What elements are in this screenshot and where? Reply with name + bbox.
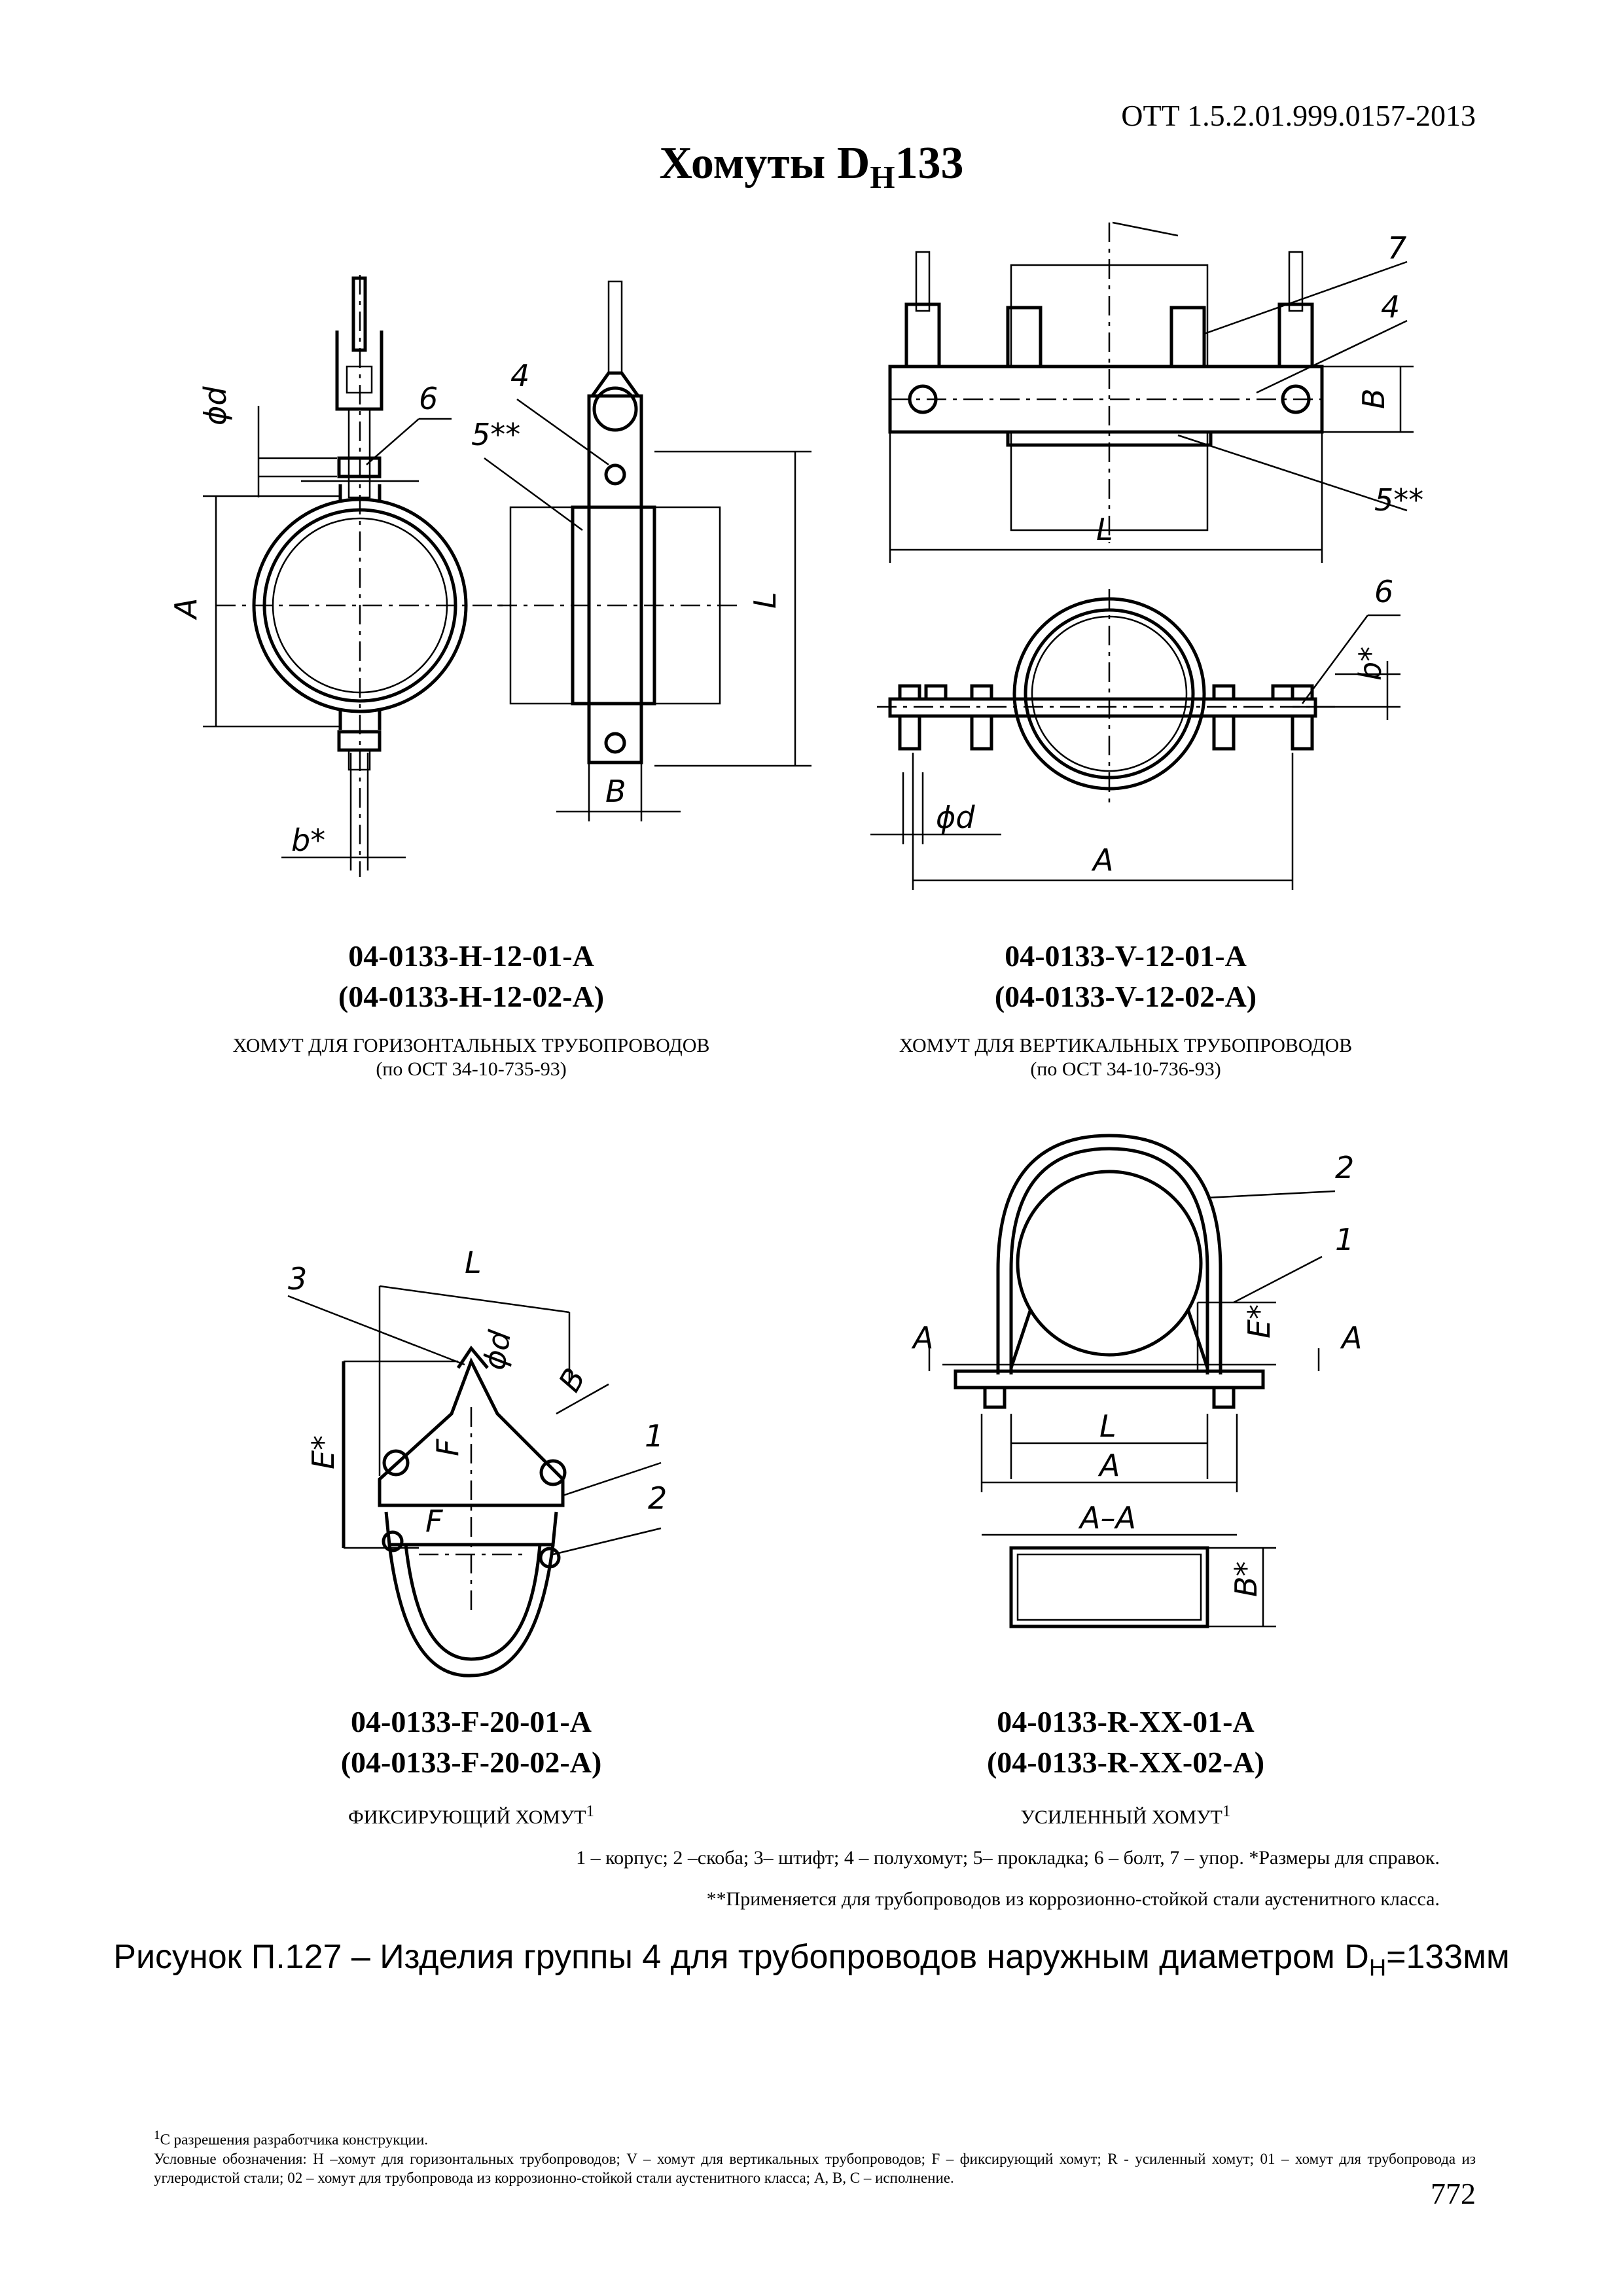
page-number: 772 bbox=[1431, 2177, 1476, 2210]
label-5: 5** bbox=[1374, 482, 1423, 518]
name-text: ФИКСИРУЮЩИЙ ХОМУТ bbox=[348, 1806, 586, 1828]
label-L: L bbox=[747, 592, 783, 609]
label-L: L bbox=[1096, 512, 1113, 547]
pipe-ring bbox=[1016, 1170, 1203, 1357]
code-main: 04-0133-H-12-01-A bbox=[348, 939, 594, 973]
caption-text: Рисунок П.127 – Изделия группы 4 для тру… bbox=[113, 1938, 1369, 1976]
label-2: 2 bbox=[648, 1480, 667, 1516]
item-standard: (по ОСТ 34-10-736-93) bbox=[1030, 1058, 1221, 1080]
page-title: Хомуты DН133 bbox=[0, 137, 1623, 196]
bracket-u bbox=[387, 1544, 555, 1677]
section-mark-right: A bbox=[1340, 1320, 1362, 1355]
drawing-horizontal-clamp: ϕd 6 A b* 4 5** L B bbox=[168, 275, 812, 877]
clamp-body bbox=[378, 1357, 565, 1507]
item-name: ФИКСИРУЮЩИЙ ХОМУТ1 bbox=[157, 1800, 785, 1829]
drawing-fixing-clamp: 3 L ϕd B E* F F 1 2 bbox=[287, 1245, 667, 1677]
label-5: 5** bbox=[471, 417, 520, 452]
label-A: A bbox=[168, 598, 204, 620]
base-plate bbox=[954, 1369, 1265, 1390]
title-subscript: Н bbox=[870, 159, 895, 195]
footnotes: 1С разрешения разработчика конструкции. … bbox=[154, 2126, 1476, 2187]
code-alt: (04-0133-F-20-02-A) bbox=[340, 1746, 602, 1779]
document-code: ОТТ 1.5.2.01.999.0157-2013 bbox=[1121, 99, 1476, 132]
label-dia: ϕd bbox=[936, 800, 975, 835]
code-alt: (04-0133-H-12-02-A) bbox=[338, 980, 605, 1013]
footnote-mark: 1 bbox=[154, 2128, 160, 2142]
footnote-legend: Условные обозначения: Н –хомут для гориз… bbox=[154, 2150, 1476, 2186]
code-main: 04-0133-V-12-01-A bbox=[1005, 939, 1247, 973]
label-F-vert: F bbox=[430, 1439, 465, 1456]
name-text: УСИЛЕННЫЙ ХОМУТ bbox=[1020, 1806, 1222, 1828]
title-main: Хомуты D bbox=[659, 138, 870, 188]
label-B: B bbox=[605, 774, 626, 809]
legend-parts: 1 – корпус; 2 –скоба; 3– штифт; 4 – полу… bbox=[576, 1847, 1440, 1869]
item-name: УСИЛЕННЫЙ ХОМУТ1 bbox=[812, 1800, 1440, 1829]
label-A: A bbox=[1097, 1448, 1120, 1483]
section-view bbox=[1009, 1546, 1209, 1628]
caption-vertical: 04-0133-V-12-01-A (04-0133-V-12-02-A) ХО… bbox=[812, 936, 1440, 1081]
code-alt: (04-0133-R-XX-02-A) bbox=[986, 1746, 1265, 1779]
label-7: 7 bbox=[1387, 230, 1406, 266]
item-name: ХОМУТ ДЛЯ ГОРИЗОНТАЛЬНЫХ ТРУБОПРОВОДОВ bbox=[232, 1035, 710, 1056]
label-A: A bbox=[1091, 842, 1113, 878]
figure-caption: Рисунок П.127 – Изделия группы 4 для тру… bbox=[0, 1937, 1623, 1981]
item-name: ХОМУТ ДЛЯ ВЕРТИКАЛЬНЫХ ТРУБОПРОВОДОВ bbox=[899, 1035, 1353, 1056]
drawing-vertical-clamp: 7 4 B 5** L 6 b* ϕd A bbox=[870, 221, 1423, 890]
code-main: 04-0133-F-20-01-A bbox=[351, 1705, 592, 1738]
label-4: 4 bbox=[510, 358, 529, 393]
label-L: L bbox=[1099, 1408, 1116, 1444]
footnote-1: 1С разрешения разработчика конструкции. bbox=[154, 2126, 1476, 2149]
label-1: 1 bbox=[1335, 1222, 1354, 1257]
clamp-side bbox=[587, 394, 643, 764]
label-section: A–A bbox=[1078, 1500, 1136, 1535]
caption-fixing: 04-0133-F-20-01-A (04-0133-F-20-02-A) ФИ… bbox=[157, 1702, 785, 1829]
label-b: b* bbox=[1353, 647, 1388, 681]
caption-tail: =133мм bbox=[1386, 1938, 1510, 1976]
label-dia: ϕd bbox=[476, 1327, 518, 1372]
label-b: b* bbox=[291, 823, 325, 858]
label-E: E* bbox=[1241, 1304, 1277, 1338]
title-tail: 133 bbox=[895, 138, 964, 188]
caption-horizontal: 04-0133-H-12-01-A (04-0133-H-12-02-A) ХО… bbox=[157, 936, 785, 1081]
label-6: 6 bbox=[419, 381, 438, 416]
label-2: 2 bbox=[1335, 1150, 1354, 1185]
label-E: E* bbox=[306, 1435, 341, 1469]
label-6: 6 bbox=[1374, 574, 1393, 609]
label-4: 4 bbox=[1381, 289, 1400, 325]
drawing-reinforced-clamp: 2 1 E* A A L A A–A B* bbox=[911, 1134, 1362, 1628]
label-B: B* bbox=[1228, 1561, 1264, 1597]
label-3: 3 bbox=[288, 1261, 307, 1297]
item-standard: (по ОСТ 34-10-735-93) bbox=[376, 1058, 567, 1080]
label-B: B bbox=[1356, 388, 1391, 409]
footnote-text: С разрешения разработчика конструкции. bbox=[160, 2131, 429, 2148]
label-L: L bbox=[465, 1245, 482, 1280]
u-bracket bbox=[996, 1134, 1222, 1374]
footnote-mark: 1 bbox=[1222, 1803, 1231, 1820]
label-1: 1 bbox=[645, 1418, 664, 1454]
legend-note: **Применяется для трубопроводов из корро… bbox=[706, 1888, 1440, 1910]
caption-subscript: Н bbox=[1368, 1954, 1387, 1981]
label-dia: ϕd bbox=[198, 386, 233, 425]
label-F-horiz: F bbox=[425, 1503, 443, 1539]
caption-reinforced: 04-0133-R-XX-01-A (04-0133-R-XX-02-A) УС… bbox=[812, 1702, 1440, 1829]
code-main: 04-0133-R-XX-01-A bbox=[997, 1705, 1255, 1738]
code-alt: (04-0133-V-12-02-A) bbox=[994, 980, 1257, 1013]
label-B: B bbox=[552, 1362, 593, 1397]
section-mark-left: A bbox=[911, 1320, 933, 1355]
footnote-mark: 1 bbox=[586, 1803, 594, 1820]
